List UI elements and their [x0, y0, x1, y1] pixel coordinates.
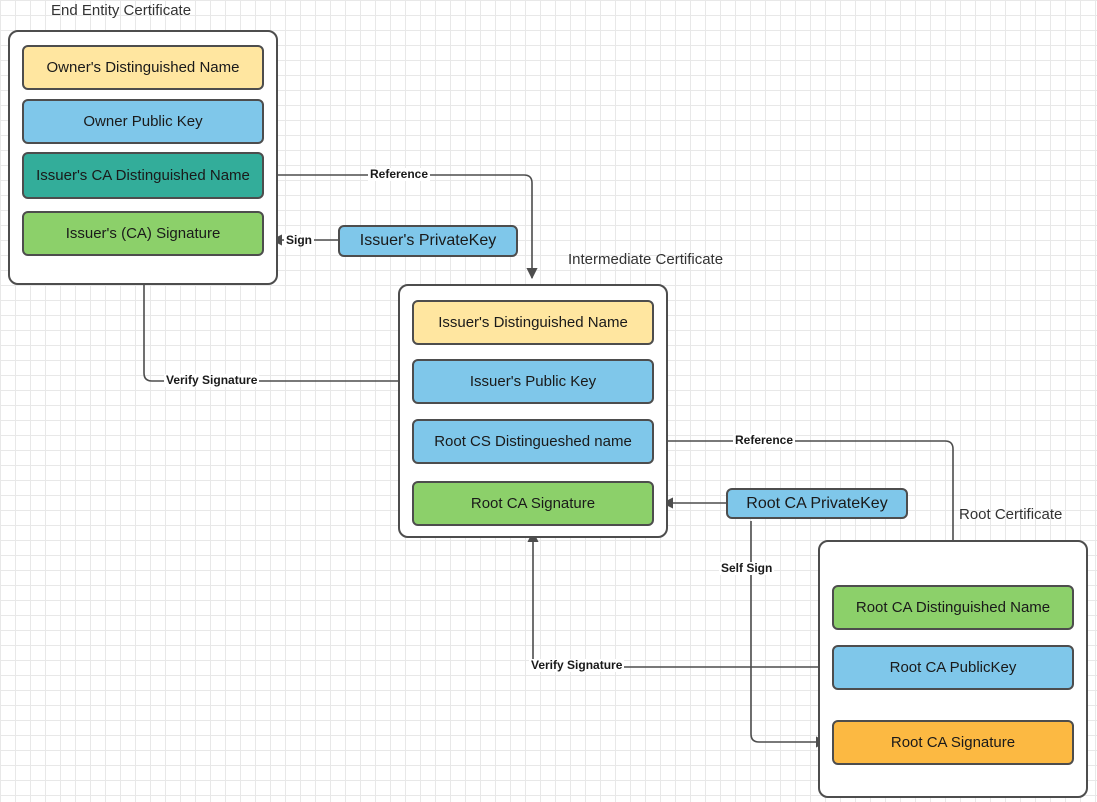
edge-verify-signature-bottom: [527, 530, 832, 668]
edge-label-verify-signature-bottom: Verify Signature: [529, 658, 625, 672]
field-owner-public-key[interactable]: Owner Public Key: [22, 99, 264, 144]
field-issuer-ca-signature[interactable]: Issuer's (CA) Signature: [22, 211, 264, 256]
field-issuer-distinguished-name[interactable]: Issuer's Distinguished Name: [412, 300, 654, 345]
field-root-ca-distinguished-name[interactable]: Root CA Distinguished Name: [832, 585, 1074, 630]
field-root-ca-signature-root[interactable]: Root CA Signature: [832, 720, 1074, 765]
field-root-ca-signature-intermediate[interactable]: Root CA Signature: [412, 481, 654, 526]
field-root-ca-public-key[interactable]: Root CA PublicKey: [832, 645, 1074, 690]
edge-label-sign: Sign: [284, 233, 314, 247]
issuer-private-key-box[interactable]: Issuer's PrivateKey: [338, 225, 518, 257]
edge-label-self-sign: Self Sign: [719, 561, 775, 575]
caption-intermediate-certificate: Intermediate Certificate: [568, 251, 724, 268]
field-issuer-public-key[interactable]: Issuer's Public Key: [412, 359, 654, 404]
edge-self-sign: [750, 521, 828, 748]
caption-root-certificate: Root Certificate: [959, 506, 1063, 523]
field-root-cs-distingueshed-name[interactable]: Root CS Distingueshed name: [412, 419, 654, 464]
field-owner-distinguished-name[interactable]: Owner's Distinguished Name: [22, 45, 264, 90]
edge-label-reference-top: Reference: [368, 167, 431, 181]
caption-end-entity-certificate: End Entity Certificate: [51, 2, 192, 19]
root-ca-private-key-box[interactable]: Root CA PrivateKey: [726, 488, 908, 519]
edge-label-reference-bottom: Reference: [733, 433, 796, 447]
edge-label-verify-signature-top: Verify Signature: [164, 373, 260, 387]
field-issuer-ca-distinguished-name[interactable]: Issuer's CA Distinguished Name: [22, 152, 264, 199]
